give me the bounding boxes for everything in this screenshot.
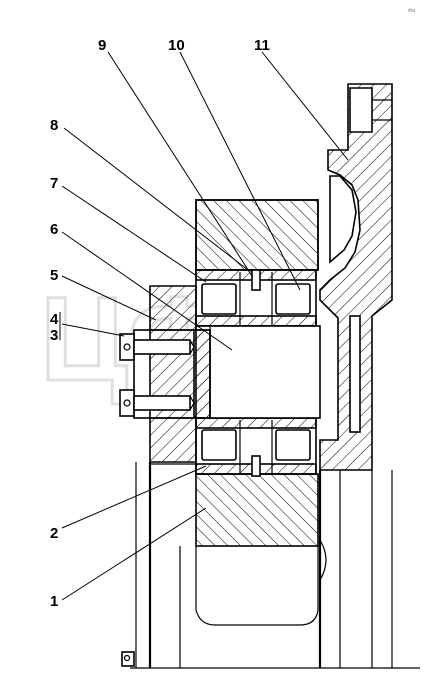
leader-9	[107, 51, 253, 277]
label-2: 2	[50, 525, 58, 542]
label-5: 5	[50, 267, 58, 284]
leader-10	[179, 51, 301, 291]
label-6: 6	[50, 221, 58, 238]
axle-part-6	[195, 325, 321, 419]
label-8: 8	[50, 117, 58, 134]
leader-2	[61, 465, 207, 529]
leader-8	[63, 127, 249, 271]
label-11: 11	[254, 37, 270, 54]
leader-6	[61, 231, 233, 351]
spacer-pin-part-9	[251, 269, 261, 477]
label-10: 10	[168, 37, 185, 54]
housing-part-11	[318, 83, 393, 668]
label-1: 1	[50, 593, 58, 610]
corner-mark: #ru	[408, 8, 415, 14]
leader-11	[261, 51, 349, 161]
label-7: 7	[50, 175, 58, 192]
gear-ring-part-1	[179, 199, 319, 668]
leader-5	[61, 275, 157, 321]
frame-lower	[121, 462, 420, 669]
part-labels: 9 10 11 8 7 6 5 4 3 2 1	[50, 37, 270, 610]
bolt-upper-part-3	[119, 333, 195, 361]
leader-7	[61, 185, 207, 283]
leader-4-3	[61, 323, 125, 337]
leader-lines	[59, 51, 349, 601]
leader-1	[61, 507, 207, 601]
bolt-lower-part-3	[119, 389, 195, 417]
label-3: 3	[50, 327, 58, 344]
label-4: 4	[50, 311, 59, 328]
label-9: 9	[98, 37, 106, 54]
